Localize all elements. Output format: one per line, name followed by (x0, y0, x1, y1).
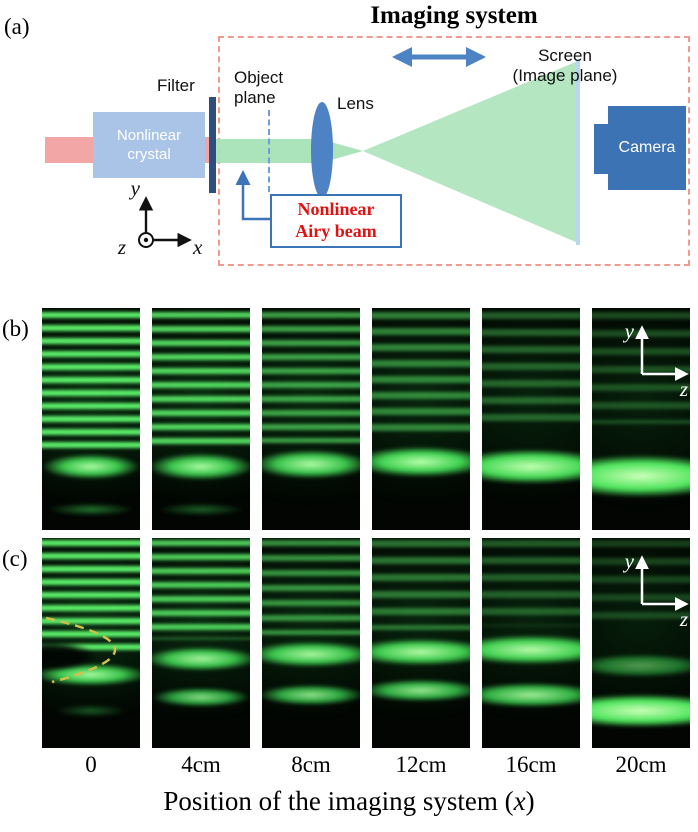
camera-mount (594, 124, 609, 174)
beam-image-b-1 (152, 308, 250, 530)
position-labels: 0 4cm 8cm 12cm 16cm 20cm (42, 752, 690, 778)
beam-glow (482, 538, 580, 748)
x-axis-label: x (192, 235, 203, 259)
beam-image-c-0 (42, 538, 140, 748)
panel-c-letter: (c) (2, 546, 28, 571)
y-axis-label: y (129, 176, 141, 200)
dashed-curve-annotation (45, 616, 117, 684)
dashed-parabola (45, 616, 117, 684)
beam-glow (262, 308, 360, 530)
position-label: 20cm (615, 752, 667, 777)
filter-bar (209, 97, 216, 193)
beam-image-b-4 (482, 308, 580, 530)
object-plane-line (268, 110, 270, 192)
lens (311, 102, 333, 198)
beam-glow (262, 538, 360, 748)
filter-label: Filter (157, 76, 195, 95)
position-label: 12cm (395, 752, 447, 777)
airy-beam-callout: Nonlinear Airy beam (270, 194, 402, 248)
beam-glow (372, 308, 470, 530)
beam-image-c-3 (372, 538, 470, 748)
beam-image-c-5 (592, 538, 690, 748)
beam-image-c-4 (482, 538, 580, 748)
beam-image-b-2 (262, 308, 360, 530)
screen-label-line2: (Image plane) (512, 65, 618, 85)
lens-label: Lens (337, 94, 374, 113)
object-plane-label-line1: Object (234, 68, 284, 87)
z-axis-label: z (117, 235, 126, 259)
beam-glow (42, 538, 140, 748)
crystal-label-line2: crystal (127, 146, 171, 163)
camera-label: Camera (618, 139, 676, 156)
beam-glow (152, 538, 250, 748)
beam-glow (592, 538, 690, 748)
panel-b-row (42, 308, 690, 530)
caption-variable: x (513, 786, 526, 816)
panel-c-row (42, 538, 690, 748)
beam-glow (42, 308, 140, 530)
panel-b-letter: (b) (2, 316, 29, 341)
object-plane-label-line2: plane (234, 87, 276, 107)
camera-body: Camera (608, 106, 686, 190)
beam-image-b-5 (592, 308, 690, 530)
beam-image-c-1 (152, 538, 250, 748)
position-label: 4cm (181, 752, 221, 777)
beam-glow (372, 538, 470, 748)
position-label: 16cm (505, 752, 557, 777)
screen-label-line1: Screen (538, 46, 592, 65)
z-axis-dot (143, 237, 149, 243)
beam-image-c-2 (262, 538, 360, 748)
caption-suffix: ) (525, 786, 535, 816)
airy-beam-label-line2: Airy beam (295, 221, 377, 241)
beam-glow (152, 308, 250, 530)
panel-a-letter: (a) (4, 14, 30, 39)
panel-a-title: Imaging system (370, 2, 538, 29)
position-label: 0 (85, 752, 97, 777)
x-axis-caption: Position of the imaging system (x) (0, 786, 698, 817)
beam-glow (482, 308, 580, 530)
beam-glow (592, 308, 690, 530)
screen-line (576, 59, 580, 245)
beam-image-b-0 (42, 308, 140, 530)
crystal-label-line1: Nonlinear (116, 126, 182, 144)
position-label: 8cm (291, 752, 331, 777)
screen-label: Screen (Image plane) (490, 46, 640, 85)
beam-image-b-3 (372, 308, 470, 530)
nonlinear-crystal: Nonlinear crystal (93, 112, 205, 178)
object-plane-label: Object plane (234, 68, 283, 107)
caption-prefix: Position of the imaging system ( (163, 786, 514, 816)
z-axis-out-of-plane-icon (138, 232, 154, 248)
airy-beam-label-line1: Nonlinear (297, 199, 375, 220)
panel-a: Imaging system (a) (0, 0, 698, 300)
